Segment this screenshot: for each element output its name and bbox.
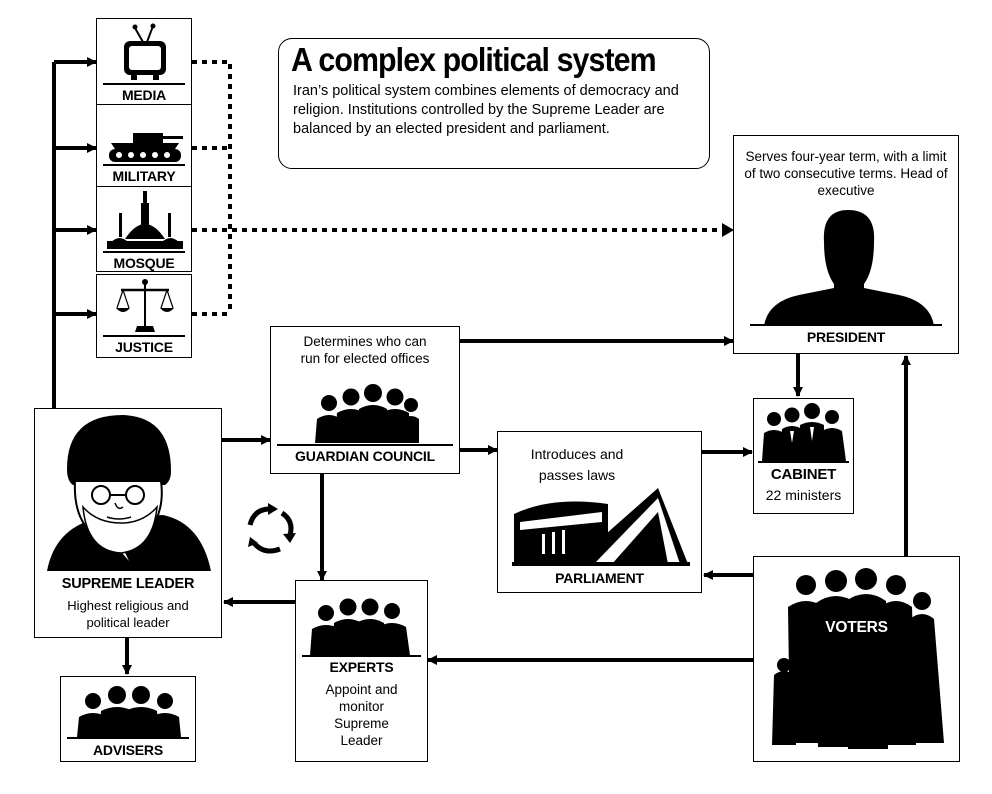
voters-node: VOTERS (753, 556, 960, 762)
cabinet-caption: 22 ministers (765, 487, 842, 503)
tv-icon (124, 23, 166, 80)
advisers-label: ADVISERS (93, 742, 163, 758)
president-silhouette (764, 210, 934, 326)
supreme-leader-node: SUPREME LEADER Highest religious and pol… (34, 408, 222, 638)
tank-icon (109, 133, 183, 162)
military-node: MILITARY (96, 104, 192, 188)
president-node: Serves four-year term, with a limit of t… (733, 135, 959, 354)
voters-crowd-icon (772, 568, 944, 749)
military-label: MILITARY (112, 168, 176, 184)
parliament-caption: Introduces and passes laws (530, 446, 624, 483)
mosque-icon (107, 191, 183, 249)
dotted-media-link (192, 60, 232, 314)
parliament-building-icon (512, 488, 690, 566)
supreme-leader-caption: Highest religious and political leader (67, 598, 189, 630)
voters-label: VOTERS (825, 619, 888, 636)
supreme-leader-label: SUPREME LEADER (61, 576, 195, 592)
experts-caption: Appoint and monitor Supreme Leader (325, 682, 398, 748)
page-title: A complex political system (291, 41, 657, 78)
group-silhouette-icon (762, 403, 846, 461)
advisers-node: ADVISERS (60, 676, 196, 762)
cycle-arrows-icon (247, 503, 296, 554)
experts-node: EXPERTS Appoint and monitor Supreme Lead… (295, 580, 428, 762)
president-caption: Serves four-year term, with a limit of t… (744, 149, 948, 198)
experts-label: EXPERTS (329, 659, 394, 675)
parliament-label: PARLIAMENT (555, 570, 644, 586)
group-silhouette-icon (310, 598, 410, 655)
parliament-node: Introduces and passes laws PARLIAMENT (497, 431, 702, 593)
cleric-portrait (47, 415, 211, 571)
description-text: Iran’s political system combines element… (293, 83, 679, 137)
arrowhead-mosque-president (722, 223, 734, 237)
media-node: MEDIA (96, 18, 192, 106)
president-label: PRESIDENT (806, 329, 886, 345)
guardian-council-label: GUARDIAN COUNCIL (295, 448, 435, 464)
justice-label: JUSTICE (115, 339, 173, 355)
scales-icon (116, 279, 174, 332)
guardian-council-caption: Determines who can run for elected offic… (300, 334, 430, 366)
cabinet-label: CABINET (770, 466, 837, 483)
title-box: A complex political system Iran’s politi… (278, 38, 710, 169)
media-label: MEDIA (121, 87, 167, 103)
mosque-label: MOSQUE (113, 255, 175, 271)
justice-node: JUSTICE (96, 274, 192, 358)
group-silhouette-icon (77, 686, 181, 737)
mosque-node: MOSQUE (96, 186, 192, 272)
cabinet-node: CABINET 22 ministers (753, 398, 854, 514)
guardian-council-node: Determines who can run for elected offic… (270, 326, 460, 474)
group-silhouette-icon (315, 384, 419, 443)
